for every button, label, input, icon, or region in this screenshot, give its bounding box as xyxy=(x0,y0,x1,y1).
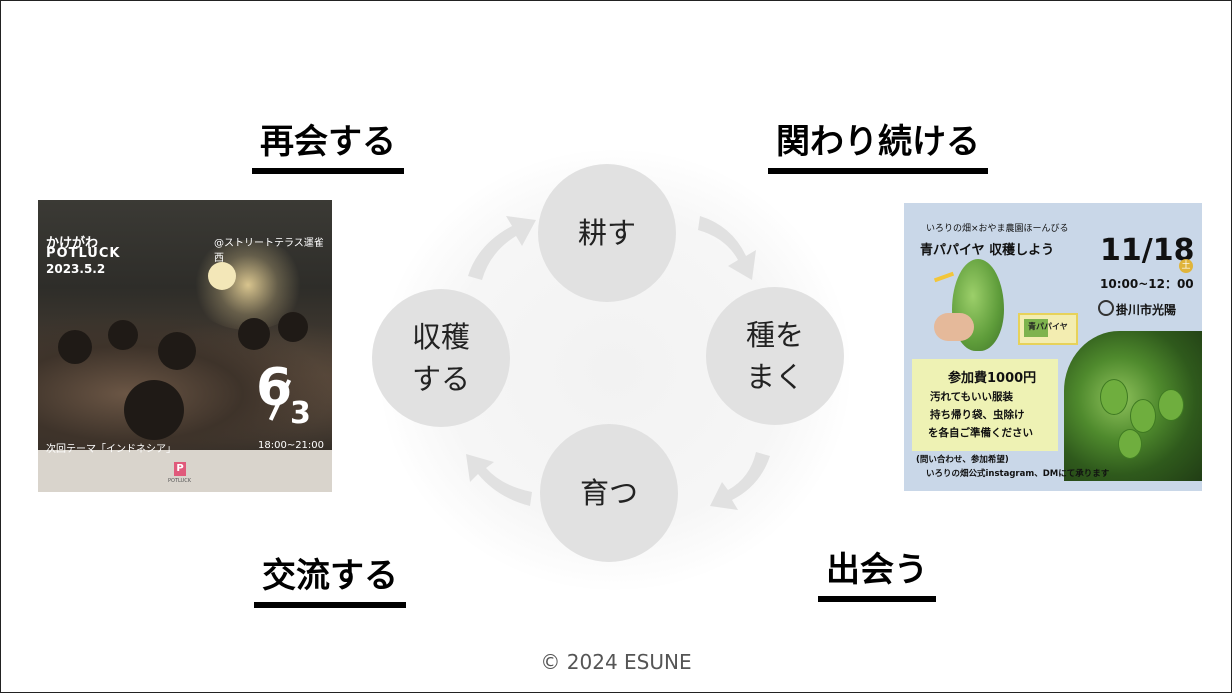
person-silhouette xyxy=(278,312,308,342)
sparkle-icon xyxy=(933,271,955,283)
papaya-fruit xyxy=(1118,429,1142,459)
flyer-date: 11/18 xyxy=(1100,233,1195,268)
arrow-left-to-top xyxy=(468,216,536,280)
event-venue: @ストリートテラス運雀西 xyxy=(214,238,324,264)
weekday-badge: 土 xyxy=(1179,259,1193,273)
hand-illustration xyxy=(934,313,974,341)
next-theme: 次回テーマ「インドネシア」 xyxy=(46,444,176,455)
arrow-top-to-right xyxy=(698,216,756,280)
heading-keep-involved-text: 関わり続ける xyxy=(776,122,980,162)
cycle-step-harvest: 収穫 する xyxy=(372,289,510,427)
cycle-step-cultivate-label: 耕す xyxy=(577,216,636,250)
event-city: かけがわ xyxy=(46,236,99,251)
cycle-step-harvest-line2: する xyxy=(411,362,470,396)
notice-box xyxy=(912,359,1058,451)
event-date: 2023.5.2 xyxy=(46,262,106,276)
copyright-notice: © 2024 ESUNE xyxy=(540,650,692,674)
cycle-step-sow-line1: 種を xyxy=(745,318,804,352)
participation-fee: 参加費1000円 xyxy=(948,371,1037,386)
heading-reunite-text: 再会する xyxy=(260,122,396,162)
heading-interact: 交流する xyxy=(254,556,406,608)
notice-line-1: 汚れてもいい服装 xyxy=(930,391,1013,403)
event-name: POTLUCK xyxy=(46,246,121,261)
arrow-bottom-to-left xyxy=(466,454,532,506)
notice-line-3: を各自ご準備ください xyxy=(928,427,1033,439)
flyer-time: 10:00~12：00 xyxy=(1100,277,1194,291)
papaya-fruit xyxy=(1100,379,1128,415)
papaya-fruit xyxy=(1130,399,1156,433)
cycle-step-cultivate: 耕す xyxy=(538,164,676,302)
cycle-step-grow-label: 育つ xyxy=(579,476,638,510)
heading-interact-text: 交流する xyxy=(262,556,398,596)
event-time: 18:00~21:00 xyxy=(258,440,325,451)
person-silhouette xyxy=(58,330,92,364)
flyer-title: 青パパイヤ 収穫しよう xyxy=(920,243,1055,258)
papaya-fruit xyxy=(1158,389,1184,421)
heading-meet: 出会う xyxy=(818,550,936,602)
arrow-right-to-bottom xyxy=(710,452,770,510)
contact-heading: (問い合わせ、参加希望) xyxy=(916,455,1009,465)
heading-keep-involved: 関わり続ける xyxy=(768,122,988,174)
next-date-day: 3 xyxy=(290,396,311,431)
heading-underline xyxy=(254,602,406,608)
lamp-icon xyxy=(208,262,236,290)
notice-line-2: 持ち帰り袋、虫除け xyxy=(930,409,1025,421)
cycle-step-sow: 種を まく xyxy=(706,287,844,425)
flyer-organizer: いろりの畑×おやま農園ほーんびる xyxy=(926,224,1069,234)
potluck-logo: P xyxy=(174,462,186,476)
person-silhouette xyxy=(124,380,184,440)
potluck-logo-text: POTLUCK xyxy=(168,478,191,484)
heading-underline xyxy=(768,168,988,174)
package-papaya xyxy=(1024,319,1048,337)
person-silhouette xyxy=(158,332,196,370)
heading-reunite: 再会する xyxy=(252,122,404,174)
heading-underline xyxy=(818,596,936,602)
flyer-place: 掛川市光陽 xyxy=(1116,303,1177,317)
location-pin-icon xyxy=(1098,300,1114,316)
package-label: 青パパイヤ xyxy=(1028,322,1068,331)
papaya-package-image: 青パパイヤ xyxy=(1018,313,1078,345)
papaya-harvest-flyer: いろりの畑×おやま農園ほーんびる 青パパイヤ 収穫しよう 11/18 土 10:… xyxy=(904,203,1202,491)
person-silhouette xyxy=(238,318,270,350)
cycle-step-harvest-line1: 収穫 xyxy=(411,320,470,354)
cycle-step-sow-line2: まく xyxy=(745,360,804,394)
person-silhouette xyxy=(108,320,138,350)
potluck-event-image: かけがわ POTLUCK 2023.5.2 @ストリートテラス運雀西 6 3 次… xyxy=(38,200,332,492)
heading-meet-text: 出会う xyxy=(826,550,928,590)
cycle-step-grow: 育つ xyxy=(540,424,678,562)
heading-underline xyxy=(252,168,404,174)
contact-detail: いろりの畑公式instagram、DMにて承ります xyxy=(926,469,1110,479)
